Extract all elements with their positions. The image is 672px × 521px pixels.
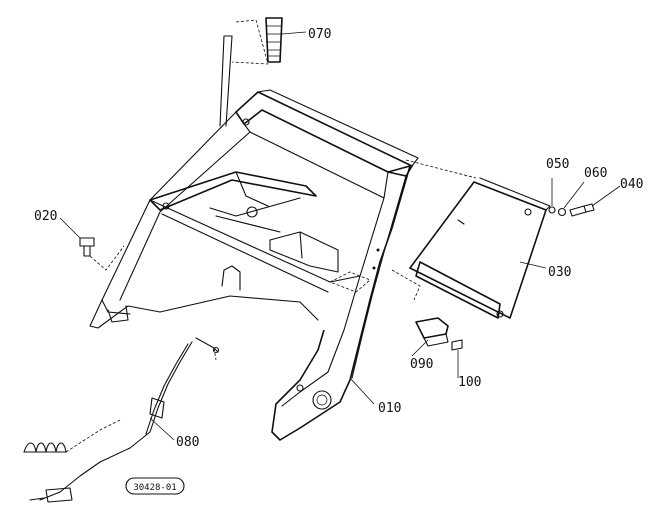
cover-plate-drawing	[391, 159, 551, 319]
dash-frame-drawing	[89, 35, 419, 441]
part-label-020: 020	[34, 209, 57, 224]
grip-drawing	[231, 17, 283, 65]
part-label-040: 040	[620, 177, 643, 192]
part-labels: 070 020 050 060 040 030 090 100 010 080	[34, 27, 643, 450]
part-label-050: 050	[546, 157, 569, 172]
drawing-code: 30428-01	[133, 483, 176, 493]
part-label-060: 060	[584, 166, 607, 181]
part-label-070: 070	[308, 27, 331, 42]
bolt-020-drawing	[79, 237, 125, 271]
part-label-030: 030	[548, 265, 571, 280]
leader-lines	[59, 31, 621, 441]
part-label-100: 100	[458, 375, 481, 390]
part-label-090: 090	[410, 357, 433, 372]
part-label-010: 010	[378, 401, 401, 416]
part-label-080: 080	[176, 435, 199, 450]
cable-drawing	[23, 337, 220, 503]
drawing-code-badge: 30428-01	[125, 477, 185, 495]
screw-washer-drawing	[548, 203, 595, 217]
